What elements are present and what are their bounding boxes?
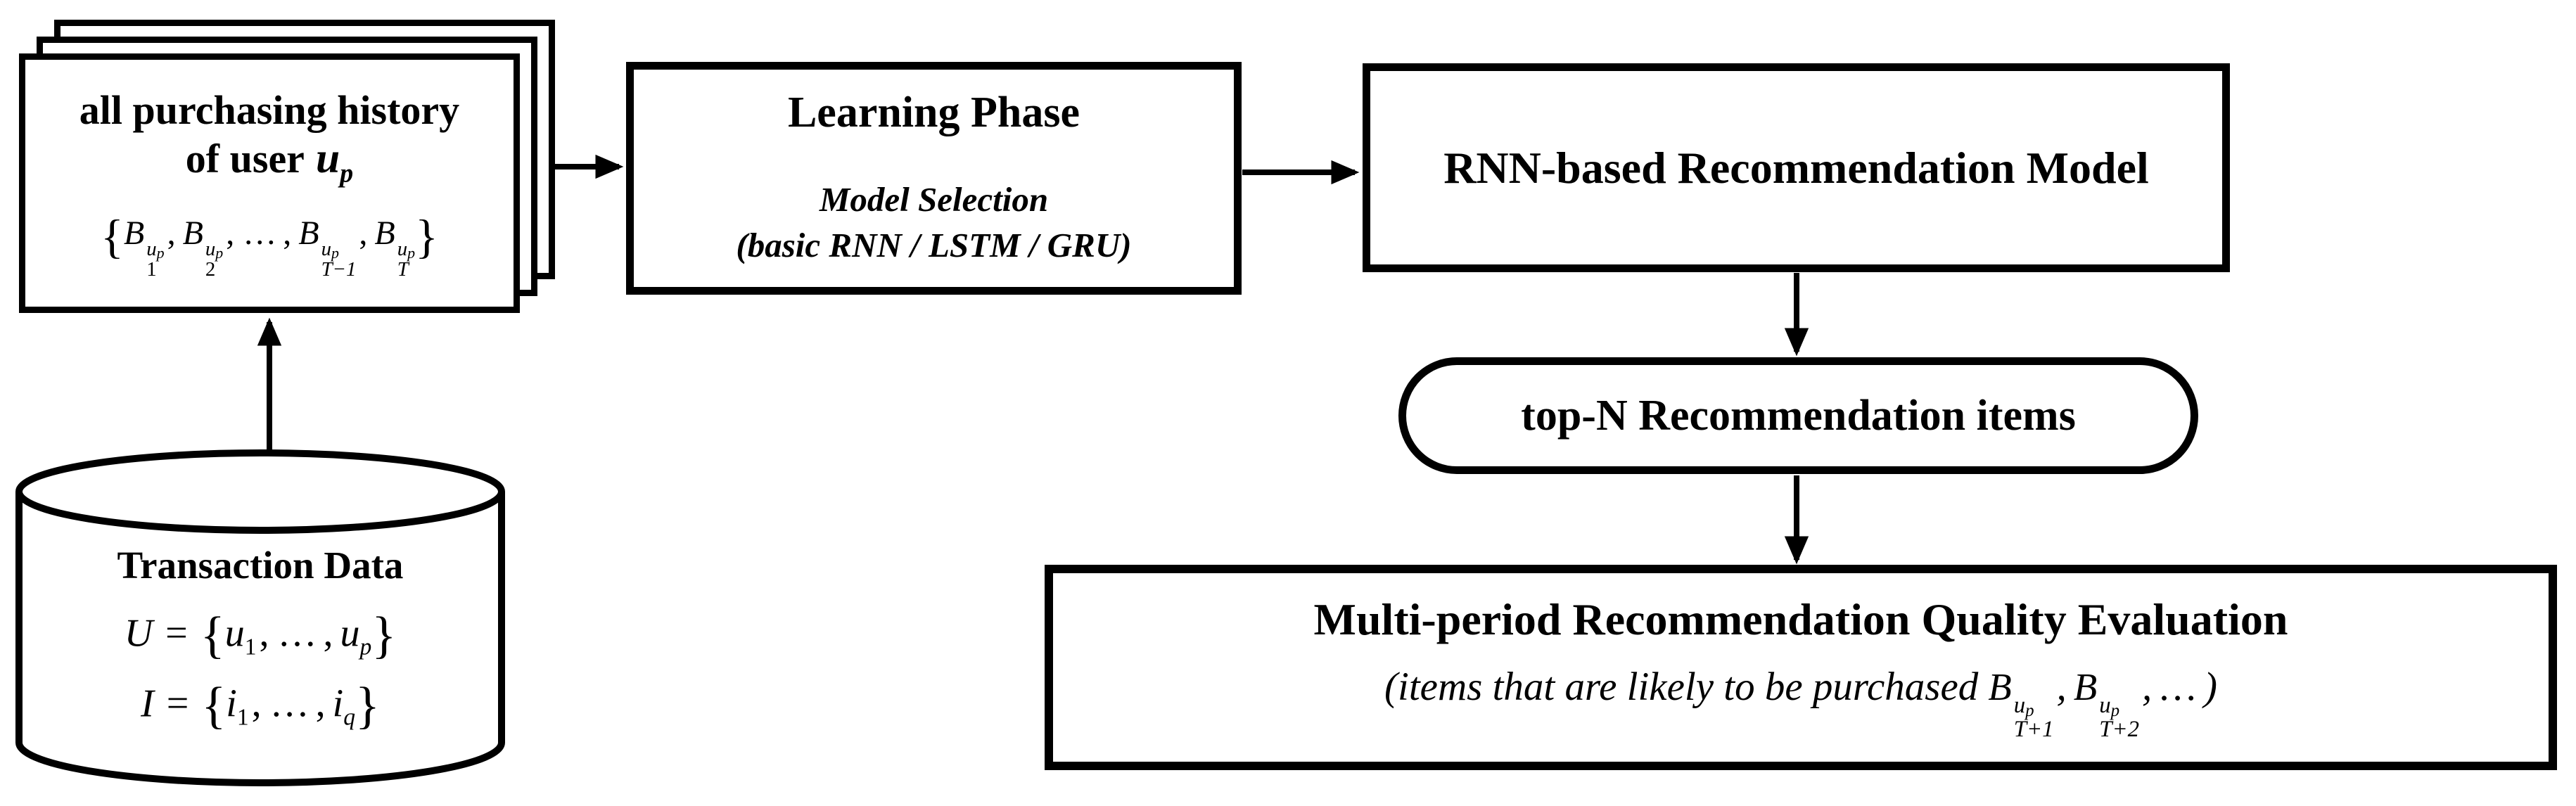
sup-u: u bbox=[2013, 693, 2026, 719]
basket-subscript: T+1 bbox=[2013, 716, 2054, 742]
item-element: i bbox=[332, 682, 344, 726]
cylinder-top bbox=[15, 449, 505, 534]
open-brace: { bbox=[201, 677, 227, 734]
close-brace: } bbox=[355, 677, 380, 734]
comma: , bbox=[359, 214, 368, 252]
comma: , bbox=[251, 682, 262, 726]
cylinder-body bbox=[15, 492, 505, 786]
basket-subscript: T+2 bbox=[2099, 716, 2140, 742]
comma: , bbox=[315, 682, 326, 726]
basket-base: B bbox=[374, 214, 395, 252]
item-element-subscript: q bbox=[343, 704, 355, 731]
rnn-model-title: RNN-based Recommendation Model bbox=[1443, 142, 2149, 193]
model-options-line: (basic RNN / LSTM / GRU) bbox=[736, 226, 1132, 264]
open-brace: { bbox=[200, 606, 225, 663]
sup-u: u bbox=[205, 237, 216, 260]
basket-base: B bbox=[2073, 665, 2098, 708]
sup-p: p bbox=[215, 244, 224, 262]
basket-base: B bbox=[123, 214, 145, 252]
rnn-model-box: RNN-based Recommendation Model bbox=[1363, 63, 2230, 272]
model-selection-line: Model Selection bbox=[819, 180, 1049, 219]
user-element: u bbox=[340, 611, 360, 655]
open-brace: { bbox=[101, 210, 124, 264]
user-element-subscript: 1 bbox=[244, 634, 257, 660]
item-element: i bbox=[226, 682, 237, 726]
user-element-subscript: p bbox=[359, 634, 372, 660]
items-set-equation: I={i1,…,iq} bbox=[15, 676, 505, 735]
comma: , bbox=[283, 214, 292, 252]
topn-items-title: top-N Recommendation items bbox=[1521, 391, 2076, 440]
user-variable-subscript: p bbox=[340, 158, 354, 188]
history-title-line1: all purchasing history bbox=[79, 87, 460, 133]
sup-p: p bbox=[2025, 701, 2034, 720]
sup-p: p bbox=[407, 244, 416, 262]
users-set-equation: U={u1,…,up} bbox=[15, 606, 505, 665]
basket-base: B bbox=[298, 214, 319, 252]
transaction-data-title: Transaction Data bbox=[117, 544, 404, 587]
user-element: u bbox=[224, 611, 245, 655]
sup-u: u bbox=[2099, 693, 2111, 719]
topn-items-pill: top-N Recommendation items bbox=[1398, 357, 2198, 474]
comma: , bbox=[323, 611, 333, 655]
items-set-symbol: I bbox=[141, 682, 154, 726]
sup-p: p bbox=[2110, 701, 2120, 720]
history-title-line2-text: of user bbox=[185, 135, 305, 181]
basket-subscript: T bbox=[397, 258, 409, 281]
transaction-data-content: Transaction Data U={u1,…,up} I={i1,…,iq} bbox=[15, 543, 505, 735]
close-brace: } bbox=[371, 606, 397, 663]
model-selection-subtitle: Model Selection (basic RNN / LSTM / GRU) bbox=[736, 177, 1131, 268]
close-brace: } bbox=[415, 210, 438, 264]
users-set-symbol: U bbox=[124, 611, 153, 655]
comma: , bbox=[2056, 664, 2067, 709]
transaction-database-cylinder bbox=[15, 449, 505, 786]
basket-subscript: 2 bbox=[205, 258, 216, 281]
ellipsis: … bbox=[269, 682, 312, 726]
comma: , bbox=[167, 214, 176, 252]
sup-u: u bbox=[397, 237, 408, 260]
equals-sign: = bbox=[166, 682, 189, 726]
sup-p: p bbox=[156, 244, 165, 262]
learning-phase-box: Learning Phase Model Selection (basic RN… bbox=[626, 62, 1242, 295]
ellipsis: … bbox=[243, 214, 279, 252]
basket-base: B bbox=[1988, 665, 2012, 708]
sup-u: u bbox=[321, 237, 331, 260]
comma: , bbox=[226, 214, 235, 252]
comma: , bbox=[259, 611, 269, 655]
ellipsis: … bbox=[2160, 664, 2198, 709]
user-variable: up bbox=[315, 134, 353, 186]
user-variable-base: u bbox=[315, 134, 340, 182]
ellipsis: … bbox=[277, 611, 319, 655]
close-paren: ) bbox=[2203, 664, 2217, 709]
basket-base: B bbox=[182, 214, 203, 252]
item-element-subscript: 1 bbox=[236, 704, 249, 731]
basket-subscript: 1 bbox=[146, 258, 157, 281]
basket-subscript: T−1 bbox=[321, 258, 357, 281]
learning-phase-title: Learning Phase bbox=[787, 89, 1080, 137]
comma: , bbox=[2142, 664, 2153, 709]
sup-p: p bbox=[331, 244, 339, 262]
sup-u: u bbox=[146, 237, 157, 260]
evaluation-title: Multi-period Recommendation Quality Eval… bbox=[1313, 594, 2288, 644]
equals-sign: = bbox=[165, 611, 188, 655]
evaluation-box: Multi-period Recommendation Quality Eval… bbox=[1045, 565, 2557, 770]
evaluation-subtitle-text: (items that are likely to be purchased bbox=[1384, 664, 1979, 709]
